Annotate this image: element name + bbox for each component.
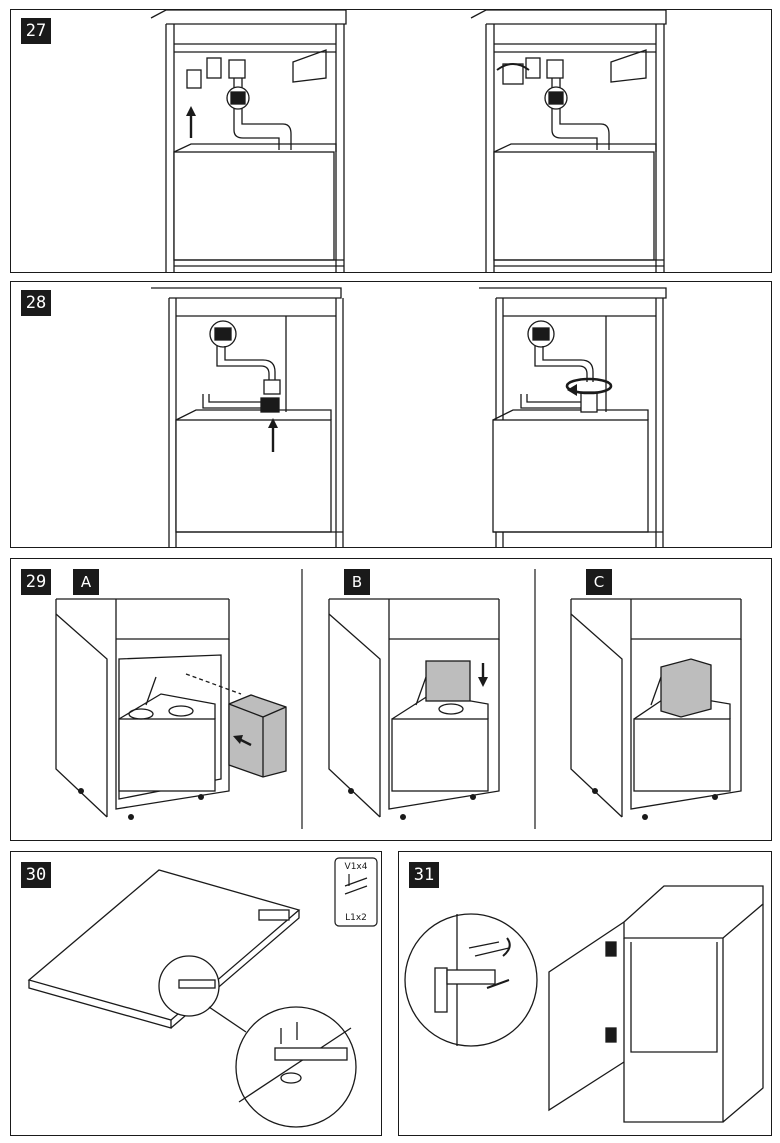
step-29-sub-b: B [344,569,370,595]
rotate-icon [565,377,613,395]
step-29-sub-c: C [586,569,612,595]
step-28-number: 28 [21,290,51,316]
step-29-panel: 29 A B C [10,558,772,841]
step-29-illustration [55,569,742,829]
parts-top-label: V1x4 [345,862,368,872]
step-30-panel: 30 V1x4 L1x2 [10,851,382,1136]
step-27-illustration [150,10,667,272]
step-28-illustration [151,287,667,547]
parts-box: V1x4 L1x2 [334,857,378,927]
step-29-number: 29 [21,569,51,595]
step-29-sub-a: A [73,569,99,595]
step-31-panel: 31 [398,851,772,1136]
parts-bottom-label: L1x2 [345,913,367,923]
step-28-panel: 28 [10,281,772,548]
step-30-number: 30 [21,862,51,888]
step-30-illustration: V1x4 L1x2 [27,857,378,1128]
step-31-illustration [404,885,764,1123]
step-27-number: 27 [21,18,51,44]
step-31-number: 31 [409,862,439,888]
step-27-panel: 27 [10,9,772,273]
